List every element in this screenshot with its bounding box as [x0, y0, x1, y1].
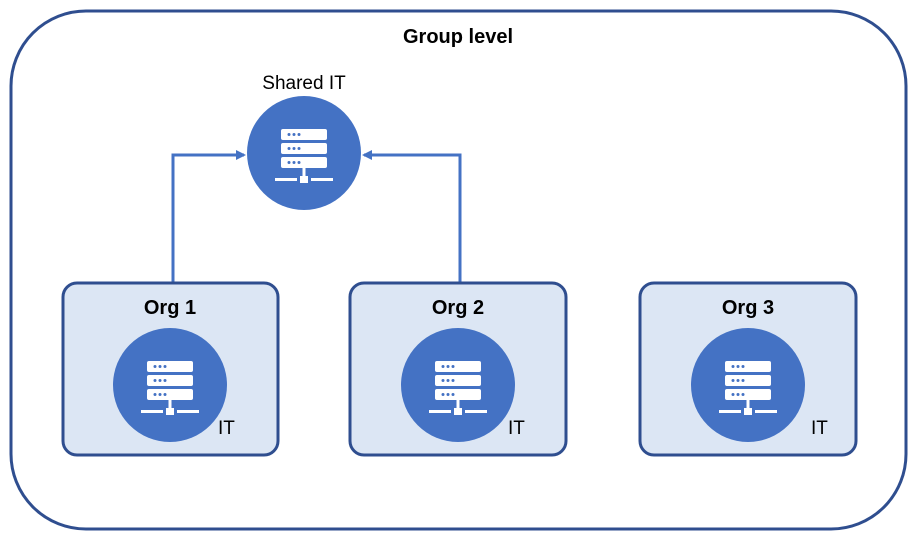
connector-org1-to-shared — [171, 150, 246, 283]
org-box-1: Org 1 IT — [61, 281, 280, 457]
org-it-label-2: IT — [508, 418, 525, 439]
shared-it-node — [247, 96, 361, 210]
org-it-label-3: IT — [811, 418, 828, 439]
org-title-3: Org 3 — [722, 297, 774, 319]
connector-org2-to-shared — [362, 150, 462, 283]
group-title: Group level — [403, 26, 513, 48]
org-title-1: Org 1 — [144, 297, 196, 319]
org-it-label-1: IT — [218, 418, 235, 439]
org-box-3: Org 3 IT — [638, 281, 858, 457]
org-title-2: Org 2 — [432, 297, 484, 319]
shared-it-label: Shared IT — [262, 73, 346, 94]
org-box-2: Org 2 IT — [348, 281, 568, 457]
